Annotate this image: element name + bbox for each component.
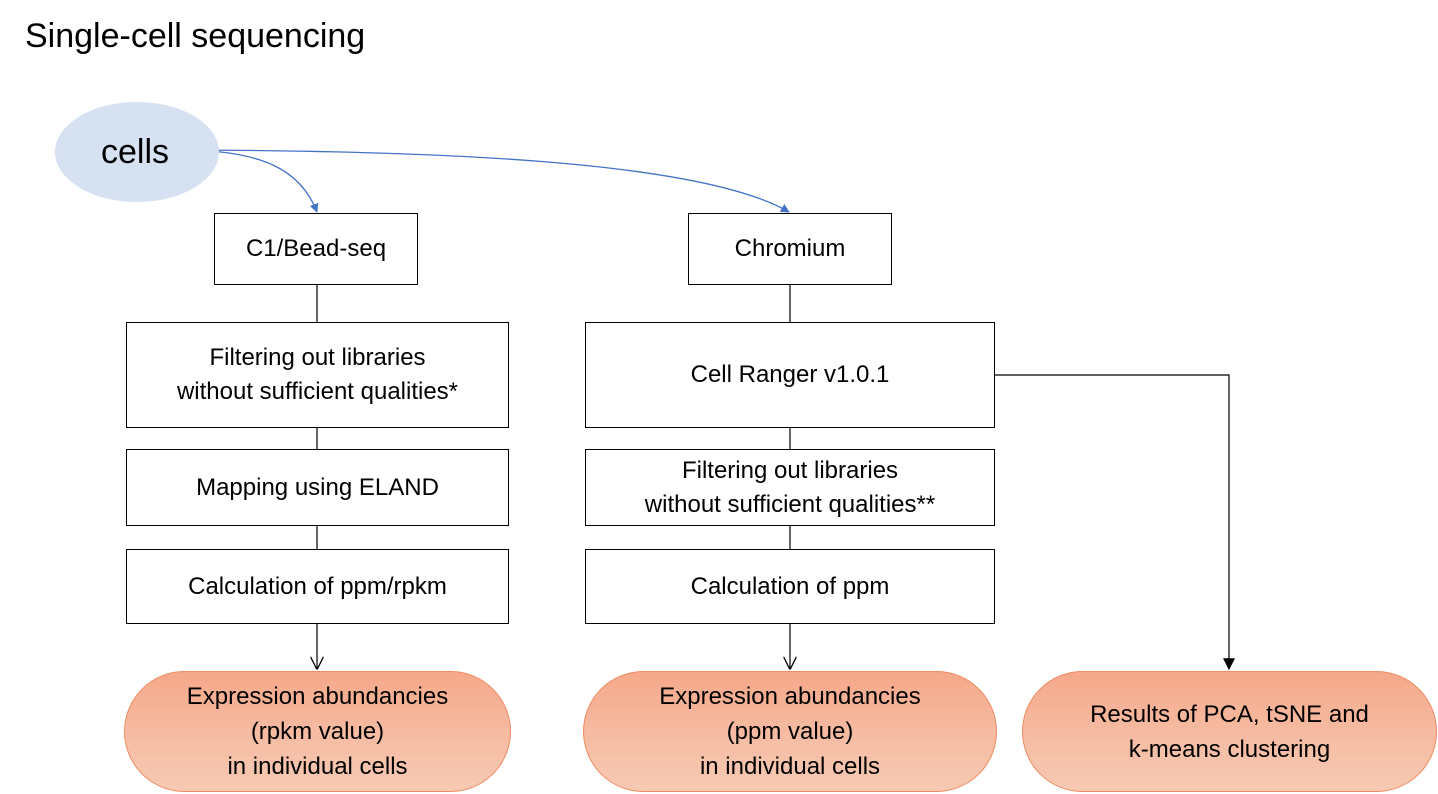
- middle-filtering-line-2: without sufficient qualities**: [644, 490, 936, 518]
- middle-result-line-2: (ppm value): [726, 718, 854, 745]
- left-filtering-box: Filtering out libraries without sufficie…: [126, 322, 509, 428]
- left-filtering-line-1: Filtering out libraries: [209, 344, 426, 371]
- clustering-result-line-1: Results of PCA, tSNE and: [1090, 700, 1369, 728]
- mapping-eland-label: Mapping using ELAND: [196, 473, 439, 501]
- left-result-line-3: in individual cells: [227, 753, 408, 780]
- c1-bead-seq-box: C1/Bead-seq: [214, 213, 418, 285]
- cells-label: cells: [100, 133, 170, 171]
- left-filtering-line-2: without sufficient qualities*: [176, 378, 459, 405]
- middle-filtering-line-1: Filtering out libraries: [681, 456, 899, 484]
- middle-result-line-3: in individual cells: [699, 753, 881, 780]
- clustering-result-pill: Results of PCA, tSNE and k-means cluster…: [1022, 671, 1437, 792]
- cells-node: cells: [55, 102, 219, 202]
- calc-ppm-rpkm-label: Calculation of ppm/rpkm: [188, 572, 447, 600]
- arrow-cellranger-to-clustering: [994, 374, 1235, 671]
- clustering-result-line-2: k-means clustering: [1128, 735, 1331, 763]
- left-result-pill: Expression abundancies (rpkm value) in i…: [124, 671, 511, 792]
- chromium-box: Chromium: [688, 213, 892, 285]
- left-result-line-2: (rpkm value): [250, 718, 385, 745]
- page-title: Single-cell sequencing: [25, 17, 366, 55]
- chromium-label: Chromium: [734, 235, 846, 262]
- cell-ranger-label: Cell Ranger v1.0.1: [690, 361, 890, 388]
- arrow-cells-to-chromium: [190, 149, 790, 213]
- c1-bead-seq-label: C1/Bead-seq: [245, 235, 387, 262]
- middle-filtering-box: Filtering out libraries without sufficie…: [585, 449, 995, 526]
- calc-ppm-label: Calculation of ppm: [690, 572, 890, 600]
- left-result-line-1: Expression abundancies: [186, 683, 449, 710]
- mapping-eland-box: Mapping using ELAND: [126, 449, 509, 526]
- middle-result-pill: Expression abundancies (ppm value) in in…: [583, 671, 997, 792]
- middle-result-line-1: Expression abundancies: [659, 683, 921, 710]
- cell-ranger-box: Cell Ranger v1.0.1: [585, 322, 995, 428]
- calc-ppm-rpkm-box: Calculation of ppm/rpkm: [126, 549, 509, 624]
- calc-ppm-box: Calculation of ppm: [585, 549, 995, 624]
